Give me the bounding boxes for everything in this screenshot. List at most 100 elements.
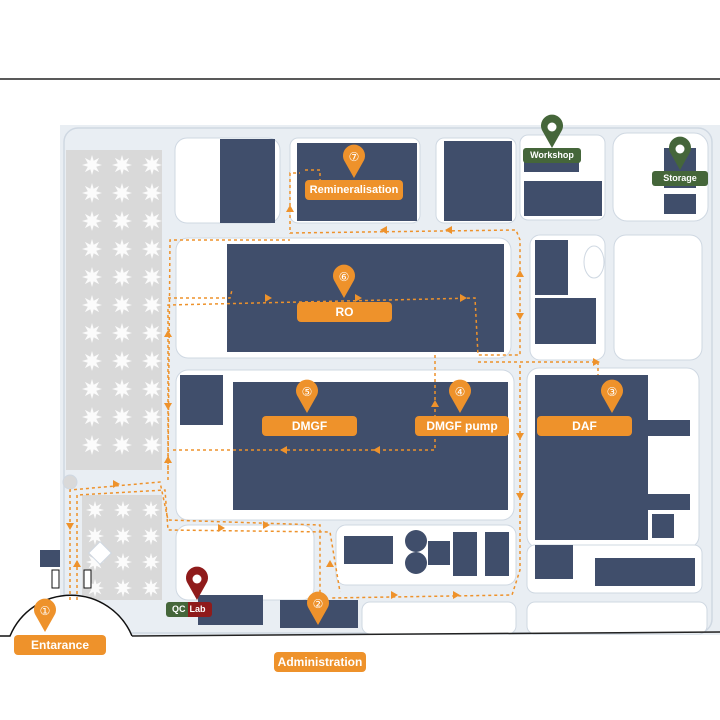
tree-icon — [112, 211, 132, 231]
site-boundary-bottom — [131, 631, 720, 637]
tree-icon — [412, 612, 428, 628]
tank — [405, 552, 427, 574]
station-pin-3[interactable]: ③ — [601, 379, 624, 413]
roundabout — [62, 474, 78, 490]
tree-icon — [142, 211, 162, 231]
tree-icon — [256, 536, 274, 554]
station-text: Entarance — [30, 638, 90, 652]
tree-icon — [112, 407, 132, 427]
pond — [583, 245, 605, 279]
station-number: ⑦ — [349, 150, 360, 164]
map-pin-icon — [306, 591, 329, 625]
station-text: RO — [335, 305, 354, 319]
facility-label-workshop[interactable]: Workshop — [523, 148, 581, 163]
station-label-administration[interactable]: Administration — [274, 652, 366, 672]
tree-icon — [82, 379, 102, 399]
plot — [361, 601, 517, 635]
map-pin-icon — [333, 264, 356, 298]
station-pin-7[interactable]: ⑦ — [343, 144, 366, 178]
tree-icon — [82, 323, 102, 343]
building — [652, 514, 674, 538]
station-label-dmgf[interactable]: DMGF — [262, 416, 357, 436]
tree-icon — [142, 351, 162, 371]
gate-post — [51, 569, 60, 589]
tank — [405, 530, 427, 552]
tree-icon — [112, 435, 132, 455]
building — [645, 494, 690, 510]
station-number: ⑥ — [339, 270, 350, 284]
building — [428, 541, 450, 565]
station-number: ③ — [607, 385, 618, 399]
building — [524, 181, 602, 216]
building — [220, 139, 275, 223]
tree-icon — [82, 267, 102, 287]
plot — [526, 601, 708, 635]
building — [485, 532, 509, 576]
plot — [613, 234, 703, 361]
building — [344, 536, 393, 564]
tree-icon — [142, 155, 162, 175]
tree-icon — [672, 612, 688, 628]
tree-icon — [221, 551, 239, 569]
tree-icon — [142, 501, 160, 519]
station-pin-5[interactable]: ⑤ — [296, 379, 318, 413]
tree-icon — [82, 435, 102, 455]
station-label-ro[interactable]: RO — [297, 302, 392, 322]
station-pin-1[interactable]: ① — [34, 598, 56, 632]
building-gatehouse — [40, 550, 60, 567]
qc-text: QC — [166, 602, 188, 617]
station-text: Administration — [277, 655, 363, 669]
building — [645, 420, 690, 436]
tree-icon — [82, 407, 102, 427]
qc-lab-pin[interactable] — [186, 566, 208, 600]
building — [595, 558, 695, 586]
tree-icon — [142, 527, 160, 545]
building — [453, 532, 477, 576]
station-pin-2[interactable]: ② — [306, 591, 329, 625]
map-pin-icon — [601, 379, 624, 413]
station-label-entarance[interactable]: Entarance — [14, 635, 106, 655]
tree-icon — [537, 612, 553, 628]
station-label-remineralisation[interactable]: Remineralisation — [305, 180, 403, 200]
station-pin-6[interactable]: ⑥ — [333, 264, 356, 298]
tree-icon — [112, 323, 132, 343]
workshop-pin[interactable] — [540, 114, 563, 148]
tree-icon — [142, 183, 162, 203]
tree-icon — [627, 612, 643, 628]
tree-icon — [112, 295, 132, 315]
map-pin-icon — [34, 598, 56, 632]
tree-icon — [112, 379, 132, 399]
station-text: DMGF pump — [426, 419, 498, 433]
route-arrows — [66, 205, 600, 599]
building — [444, 141, 512, 221]
station-number: ② — [313, 597, 324, 611]
tree-icon — [142, 239, 162, 259]
station-label-dmgf-pump[interactable]: DMGF pump — [415, 416, 509, 436]
facility-label-storage[interactable]: Storage — [652, 171, 708, 186]
station-text: DMGF — [291, 419, 328, 433]
station-number: ① — [40, 604, 51, 618]
tree-icon — [191, 536, 209, 554]
station-pin-4[interactable]: ④ — [449, 379, 472, 413]
facility-text: Workshop — [530, 150, 574, 160]
route — [69, 169, 599, 600]
facility-label-qc-lab[interactable]: QC Lab — [166, 602, 212, 617]
building-dmgf — [233, 382, 508, 510]
tree-icon — [112, 155, 132, 175]
tree-icon — [114, 527, 132, 545]
station-label-daf[interactable]: DAF — [537, 416, 632, 436]
building — [535, 545, 573, 579]
tree-icon — [82, 351, 102, 371]
tree-icon — [142, 267, 162, 287]
tree-icon — [86, 501, 104, 519]
building — [535, 240, 568, 295]
tree-icon — [114, 501, 132, 519]
lab-text: Lab — [187, 602, 212, 617]
tree-icon — [372, 612, 388, 628]
tree-icon — [142, 323, 162, 343]
storage-pin[interactable] — [669, 136, 691, 170]
tree-icon — [82, 239, 102, 259]
tree-icon — [142, 407, 162, 427]
map-pin-icon — [296, 379, 318, 413]
